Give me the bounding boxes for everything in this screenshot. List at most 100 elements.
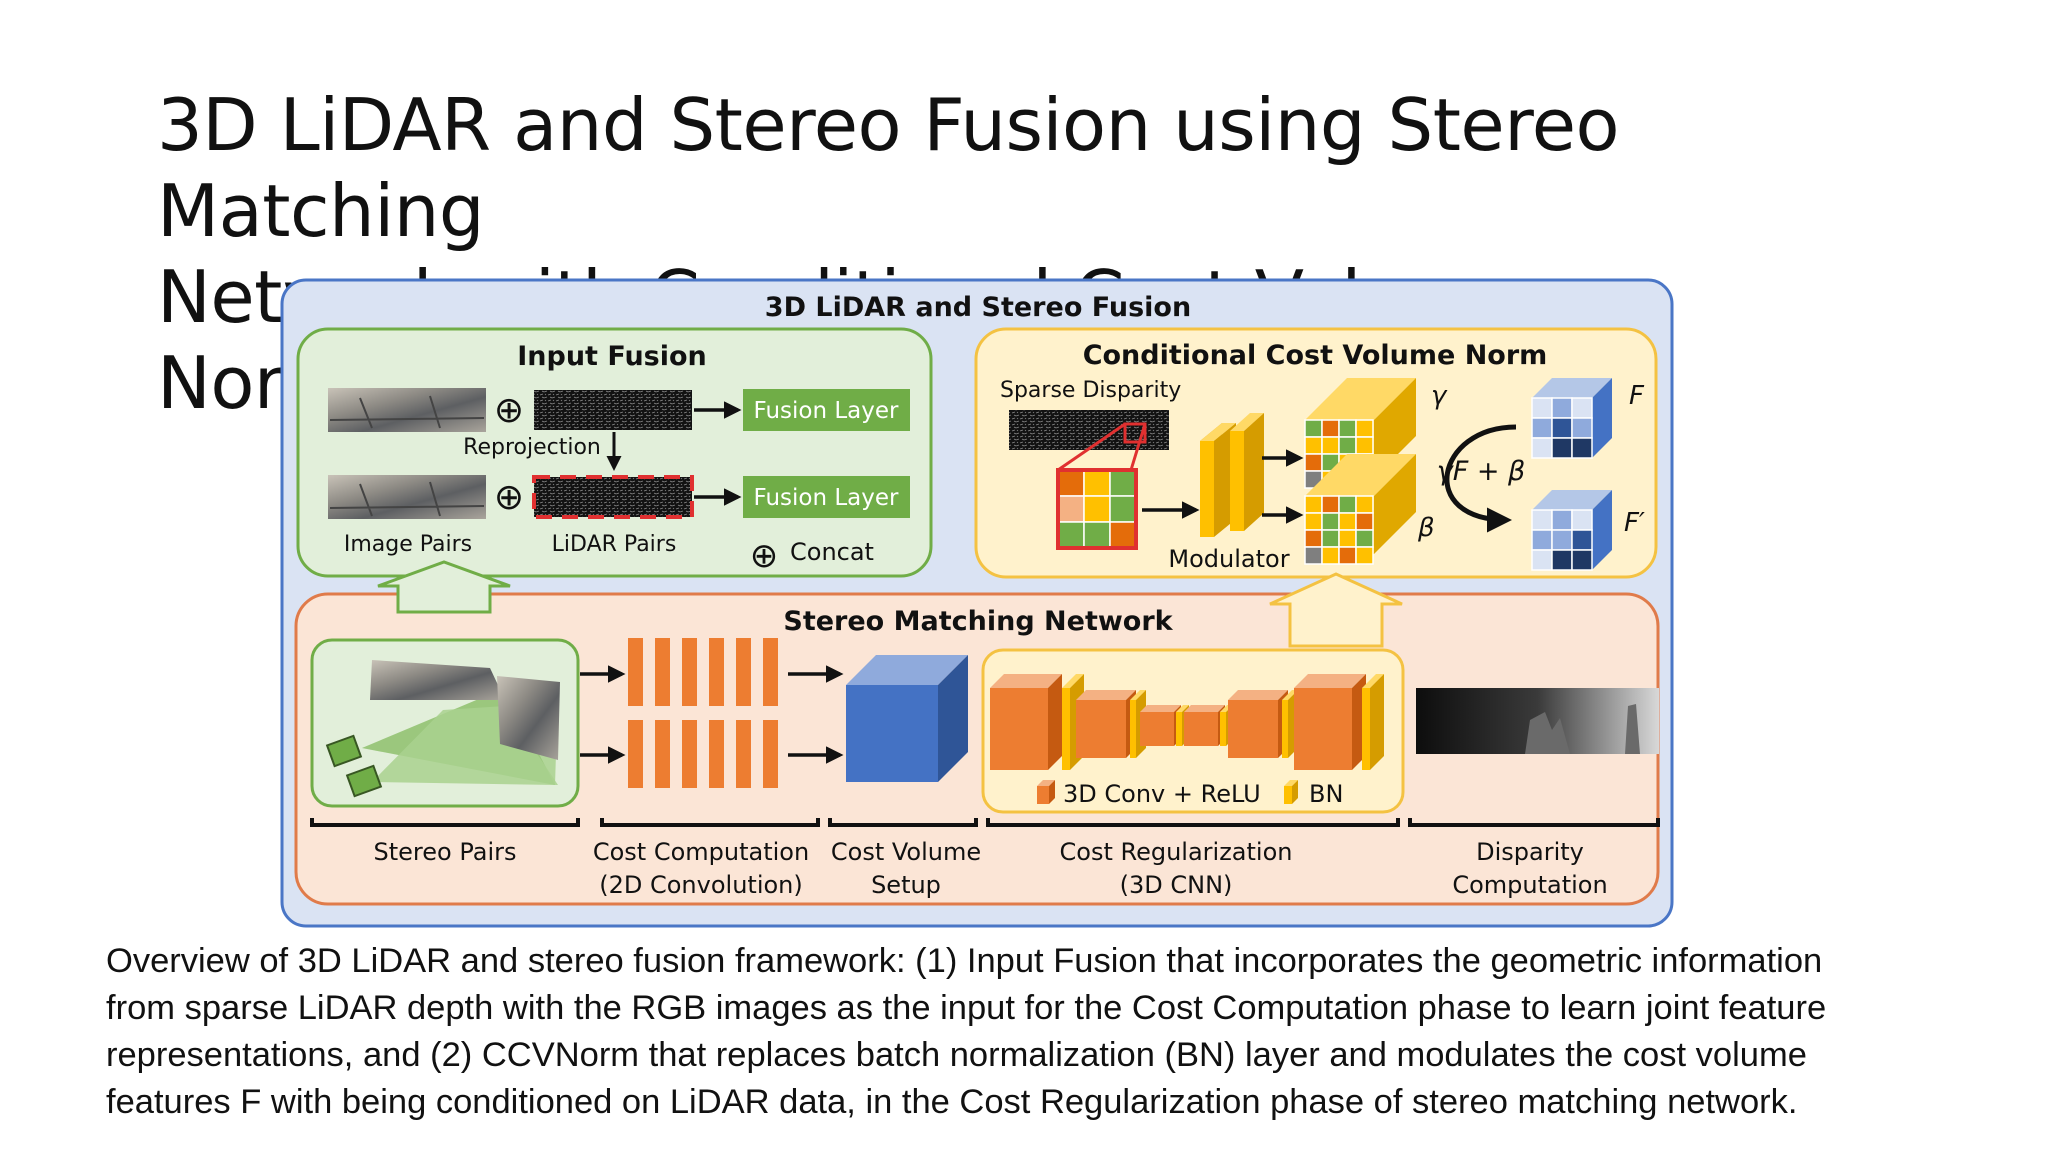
caption-line-2: from sparse LiDAR depth with the RGB ima… (106, 989, 1827, 1027)
conv-2d-layer (655, 638, 670, 706)
gamma-symbol: γ (1431, 381, 1448, 411)
conv-2d-layer (628, 638, 643, 706)
grid-cell (1304, 529, 1323, 548)
grid-cell (1531, 397, 1553, 419)
image-pairs-label: Image Pairs (344, 532, 472, 557)
feature-cube-F (1531, 378, 1612, 459)
sparse-disparity-label: Sparse Disparity (1000, 378, 1181, 403)
ccvnorm-title: Conditional Cost Volume Norm (1083, 340, 1548, 371)
image-pair-bottom (328, 475, 486, 519)
conv-2d-layer (709, 638, 724, 706)
stage-label-stereo-pairs: Stereo Pairs (374, 838, 517, 866)
grid-cell (1355, 512, 1374, 531)
conv-2d-layer (736, 638, 751, 706)
disparity-patch-grid (1057, 469, 1137, 549)
lidar-pair-bottom-outline (532, 475, 694, 519)
conv3d-block (1228, 690, 1288, 758)
conv3d-block (1076, 690, 1136, 758)
grid-cell (1083, 469, 1111, 497)
grid-cell (1321, 495, 1340, 514)
conv-2d-layer (709, 720, 724, 788)
grid-cell (1109, 469, 1137, 497)
F-symbol: F (1629, 381, 1645, 411)
grid-cell (1531, 509, 1553, 531)
stage-label-cost-regularization: Cost Regularization (1060, 838, 1293, 866)
stage-label-cost-computation-sub: (2D Convolution) (599, 871, 803, 899)
grid-cell (1551, 549, 1573, 571)
conv-2d-layer (736, 720, 751, 788)
cost-regularization-3d-cnn (990, 674, 1384, 770)
up-arrow-to-ccvnorm (1269, 572, 1403, 648)
grid-cell (1338, 512, 1357, 531)
grid-cell (1321, 436, 1340, 455)
grid-cell (1571, 437, 1593, 459)
legend-bn (1284, 780, 1298, 804)
grid-cell (1531, 549, 1553, 571)
grid-cell (1321, 529, 1340, 548)
grid-cell (1304, 495, 1323, 514)
zoom-lines (1057, 422, 1147, 472)
grid-cell (1338, 546, 1357, 565)
legend-conv-label: 3D Conv + ReLU (1063, 780, 1261, 808)
grid-cell (1571, 549, 1593, 571)
grid-cell (1338, 436, 1357, 455)
modulator-layers (1200, 413, 1264, 537)
image-pair-top (328, 388, 486, 432)
grid-cell (1304, 419, 1323, 438)
slide-title-line-1: 3D LiDAR and Stereo Fusion using Stereo … (157, 83, 1620, 253)
caption-line-4: features F with being conditioned on LiD… (106, 1083, 1798, 1121)
grid-cell (1321, 546, 1340, 565)
grid-cell (1338, 495, 1357, 514)
grid-cell (1355, 419, 1374, 438)
bn-block (1362, 674, 1384, 770)
stage-label-disparity: Disparity (1476, 838, 1584, 866)
conv-2d-layer (682, 638, 697, 706)
fusion-layer-bottom (743, 476, 910, 518)
modulator-label: Modulator (1168, 545, 1289, 573)
grid-cell (1531, 437, 1553, 459)
grid-cell (1355, 546, 1374, 565)
stereo-camera-frustum (325, 660, 560, 798)
reprojection-label: Reprojection (463, 435, 601, 460)
grid-cell (1551, 529, 1573, 551)
lidar-pair-top (534, 390, 692, 430)
grid-cell (1571, 529, 1593, 551)
grid-cell (1083, 495, 1111, 523)
disparity-output-detail (1525, 704, 1640, 754)
conv-2d-layer (628, 720, 643, 788)
stage-label-cost-volume: Cost Volume (831, 838, 981, 866)
grid-cell (1304, 436, 1323, 455)
disparity-patch-outline (1056, 468, 1138, 550)
grid-cell (1109, 521, 1137, 549)
figure-caption: Overview of 3D LiDAR and stereo fusion f… (106, 938, 1986, 1126)
grid-cell (1355, 436, 1374, 455)
grid-cell (1551, 509, 1573, 531)
stage-label-cost-regularization-sub: (3D CNN) (1120, 871, 1233, 899)
feature-cube-F-prime (1531, 490, 1612, 571)
fusion-layer-top (743, 389, 910, 431)
grid-cell (1531, 417, 1553, 439)
caption-line-3: representations, and (2) CCVNorm that re… (106, 1036, 1807, 1074)
conv3d-block (1140, 705, 1181, 746)
conv-2d-layer (655, 720, 670, 788)
F-prime-symbol: F′ (1624, 508, 1645, 538)
beta-volume (1304, 454, 1416, 565)
grid-cell (1321, 419, 1340, 438)
grid-cell (1304, 546, 1323, 565)
cost-volume-cube (846, 655, 968, 782)
conv-2d-layer (763, 720, 778, 788)
grid-cell (1057, 495, 1085, 523)
grid-cell (1057, 469, 1085, 497)
conv3d-block (1184, 705, 1225, 746)
legend-bn-label: BN (1309, 780, 1343, 808)
grid-cell (1083, 521, 1111, 549)
grid-cell (1057, 521, 1085, 549)
grid-cell (1304, 512, 1323, 531)
grid-cell (1551, 417, 1573, 439)
stage-label-disparity-sub: Computation (1452, 871, 1607, 899)
grid-cell (1551, 437, 1573, 459)
grid-cell (1571, 417, 1593, 439)
stage-label-cost-volume-sub: Setup (871, 871, 941, 899)
cost-computation-conv-layers (628, 638, 778, 788)
